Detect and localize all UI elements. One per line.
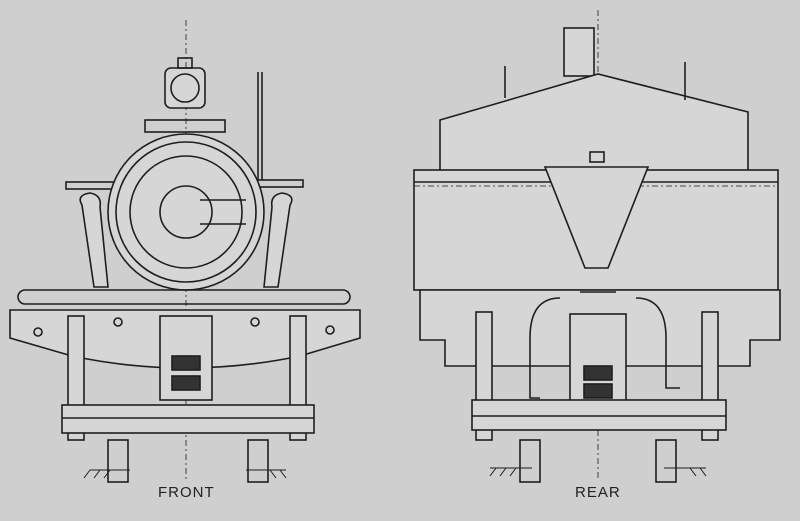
rear-view-label: REAR	[575, 484, 621, 501]
front-view	[9, 20, 361, 483]
front-view-label: FRONT	[158, 484, 215, 501]
rear-view	[413, 10, 781, 483]
